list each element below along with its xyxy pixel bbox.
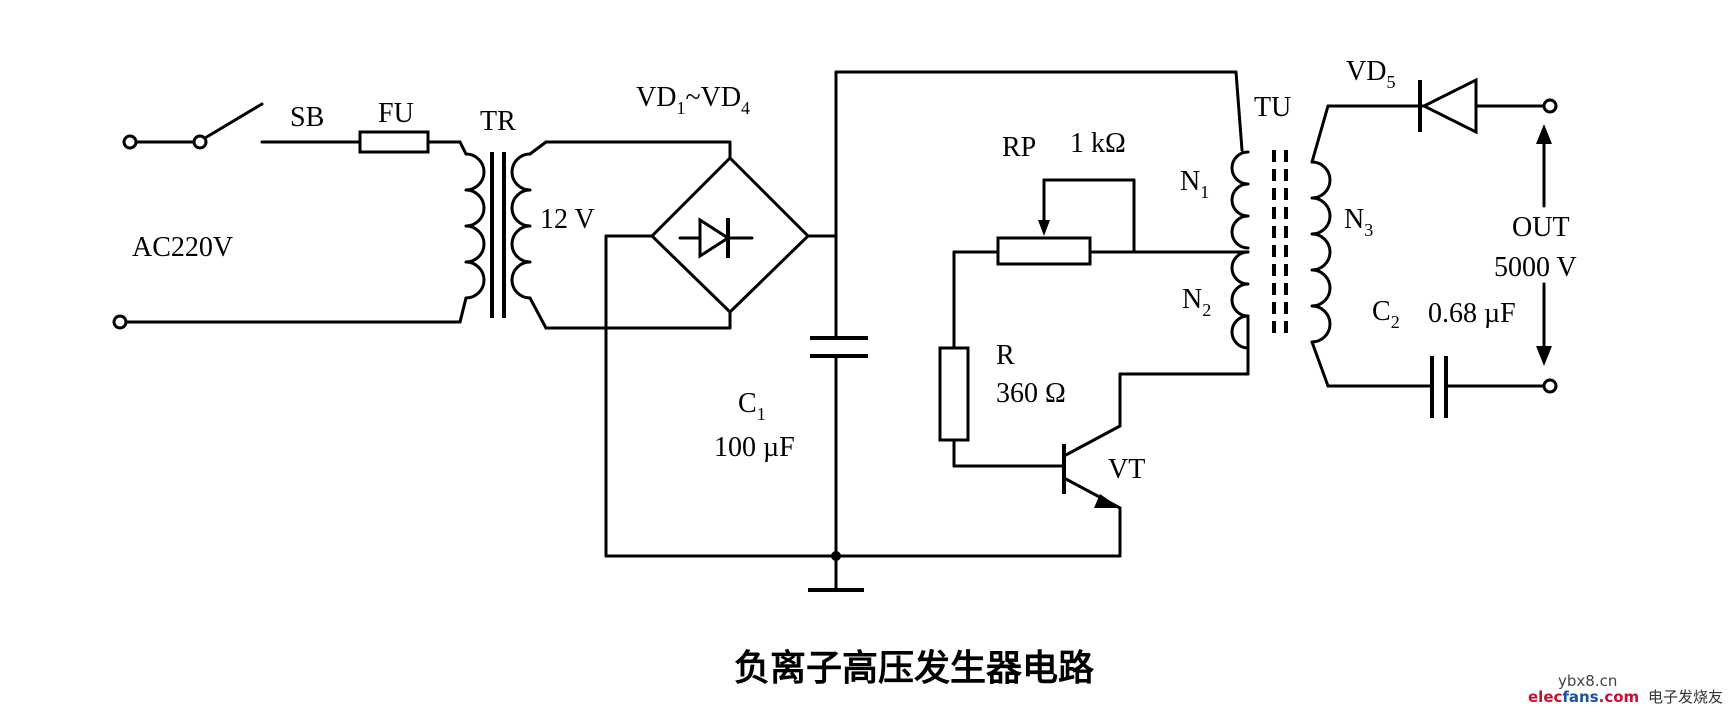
label-n3: N3 [1344,204,1373,240]
label-rp-value: 1 kΩ [1070,128,1126,159]
diagram-title: 负离子高压发生器电路 [734,648,1095,689]
label-rp: RP [1002,132,1036,163]
potentiometer-rp [996,236,1092,266]
label-vd5: VD5 [1346,56,1395,92]
label-out-value: 5000 V [1494,252,1577,283]
label-vt: VT [1108,454,1145,485]
ac-input [112,102,462,330]
watermark-site: ybx8.cn [1558,672,1617,690]
terminal-bottom [112,314,128,330]
label-tr: TR [480,106,516,137]
fuse-fu [358,130,430,154]
oscillator [938,178,1250,558]
label-12v: 12 V [540,204,595,235]
transformer-tu [1230,104,1332,388]
label-c2: C2 [1372,296,1400,332]
label-c2-value: 0.68 µF [1428,298,1516,329]
transformer-tr [458,140,732,330]
watermark-brand: elecfans.com [1528,688,1639,706]
output-stage [1326,77,1558,418]
watermark: ybx8.cn elecfans.com 电子发烧友 [1528,672,1723,706]
label-r: R [996,340,1015,371]
label-fu: FU [378,98,414,129]
label-n1: N1 [1180,166,1209,202]
out-terminal-bottom [1542,378,1558,394]
label-c1-value: 100 µF [714,432,795,463]
label-ac220v: AC220V [132,232,233,263]
diode-vd5 [1420,77,1478,135]
terminal-top [122,134,138,150]
label-r-value: 360 Ω [996,378,1066,409]
label-sb: SB [290,102,324,133]
label-n2: N2 [1182,284,1211,320]
bridge-rectifier [604,140,838,558]
label-vd1-vd4: VD1~VD4 [636,82,750,118]
watermark-cn: 电子发烧友 [1648,688,1723,706]
capacitor-c1 [604,70,1122,592]
label-out: OUT [1512,212,1570,243]
label-tu: TU [1254,92,1291,123]
label-c1-name: C1 [738,388,766,424]
out-terminal-top [1542,98,1558,114]
resistor-r [938,346,970,442]
switch-sb [203,102,264,140]
diode-bridge [698,217,731,259]
